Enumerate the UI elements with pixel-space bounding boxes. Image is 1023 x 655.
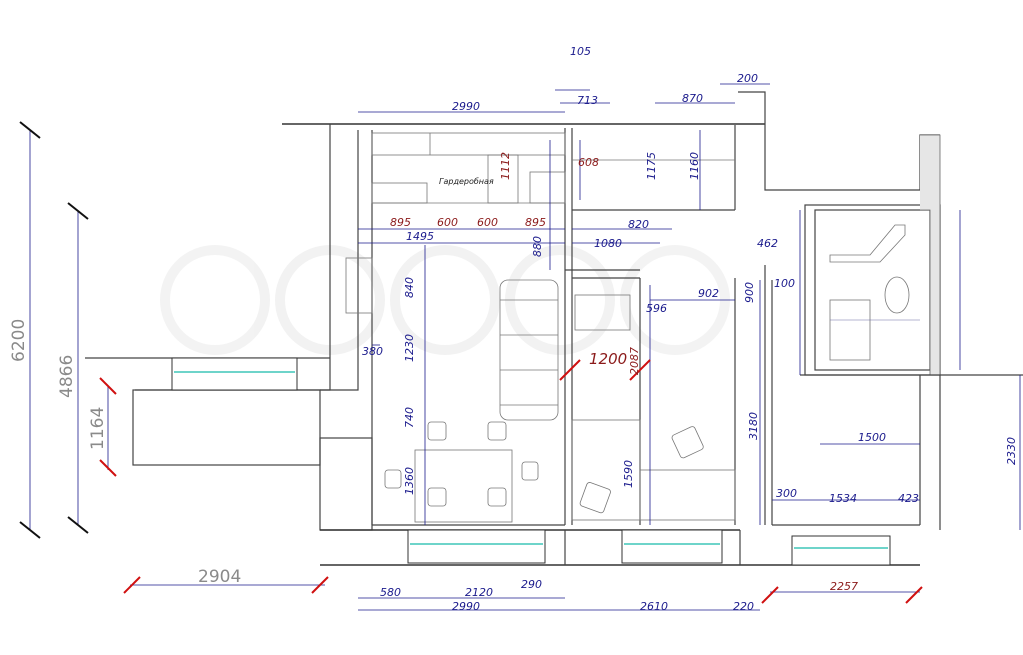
dim-105: 105 — [570, 45, 591, 58]
dimension-lines — [29, 83, 1021, 611]
watermark — [160, 245, 730, 355]
dim-4866: 4866 — [57, 355, 77, 398]
dim-900: 900 — [743, 282, 756, 303]
windows — [171, 357, 891, 566]
dim-1112: 1112 — [499, 152, 512, 180]
dim-2904: 2904 — [198, 567, 241, 587]
dim-713: 713 — [577, 94, 598, 107]
dim-1200: 1200 — [589, 350, 627, 368]
dim-2120: 2120 — [465, 586, 493, 599]
dim-1160: 1160 — [688, 152, 701, 180]
dim-895-b: 895 — [525, 216, 546, 229]
dim-1534: 1534 — [829, 492, 857, 505]
bathroom-fixtures — [829, 224, 920, 361]
dim-870: 870 — [682, 92, 703, 105]
furniture — [345, 257, 736, 523]
dim-100: 100 — [774, 277, 795, 290]
dim-1500: 1500 — [858, 431, 886, 444]
dim-600-b: 600 — [477, 216, 498, 229]
dimension-labels: 105 713 200 2990 870 1112 608 1175 1160 … — [9, 45, 1018, 613]
walls — [85, 91, 1023, 566]
dim-608: 608 — [578, 156, 599, 169]
room-label-wardrobe: Гардеробная — [439, 177, 494, 186]
dim-2990-top: 2990 — [452, 100, 480, 113]
dim-6200: 6200 — [9, 319, 29, 362]
dim-200: 200 — [737, 72, 758, 85]
dim-895-a: 895 — [390, 216, 411, 229]
dim-596: 596 — [646, 302, 667, 315]
dim-1360: 1360 — [403, 467, 416, 495]
dim-380: 380 — [362, 345, 383, 358]
wardrobe — [371, 132, 735, 204]
dim-902: 902 — [698, 287, 719, 300]
dim-462: 462 — [757, 237, 778, 250]
dim-1080: 1080 — [594, 237, 622, 250]
dim-600-a: 600 — [437, 216, 458, 229]
dim-423: 423 — [898, 492, 919, 505]
dim-1590: 1590 — [622, 460, 635, 488]
dim-2087: 2087 — [628, 347, 641, 375]
dim-1495: 1495 — [406, 230, 434, 243]
dim-220: 220 — [733, 600, 754, 613]
dim-2610: 2610 — [640, 600, 668, 613]
dim-840: 840 — [403, 277, 416, 298]
dim-2330: 2330 — [1005, 437, 1018, 465]
dim-580: 580 — [380, 586, 401, 599]
dim-1164: 1164 — [88, 407, 108, 450]
dim-740: 740 — [403, 407, 416, 428]
dim-1175: 1175 — [645, 152, 658, 180]
dim-820: 820 — [628, 218, 649, 231]
dim-880: 880 — [531, 236, 544, 257]
dim-1230: 1230 — [403, 334, 416, 362]
dim-2990-bottom: 2990 — [452, 600, 480, 613]
dim-300: 300 — [776, 487, 797, 500]
dim-3180: 3180 — [747, 412, 760, 440]
dimension-ticks — [19, 121, 923, 604]
dim-2257: 2257 — [830, 580, 858, 593]
dim-290: 290 — [521, 578, 542, 591]
